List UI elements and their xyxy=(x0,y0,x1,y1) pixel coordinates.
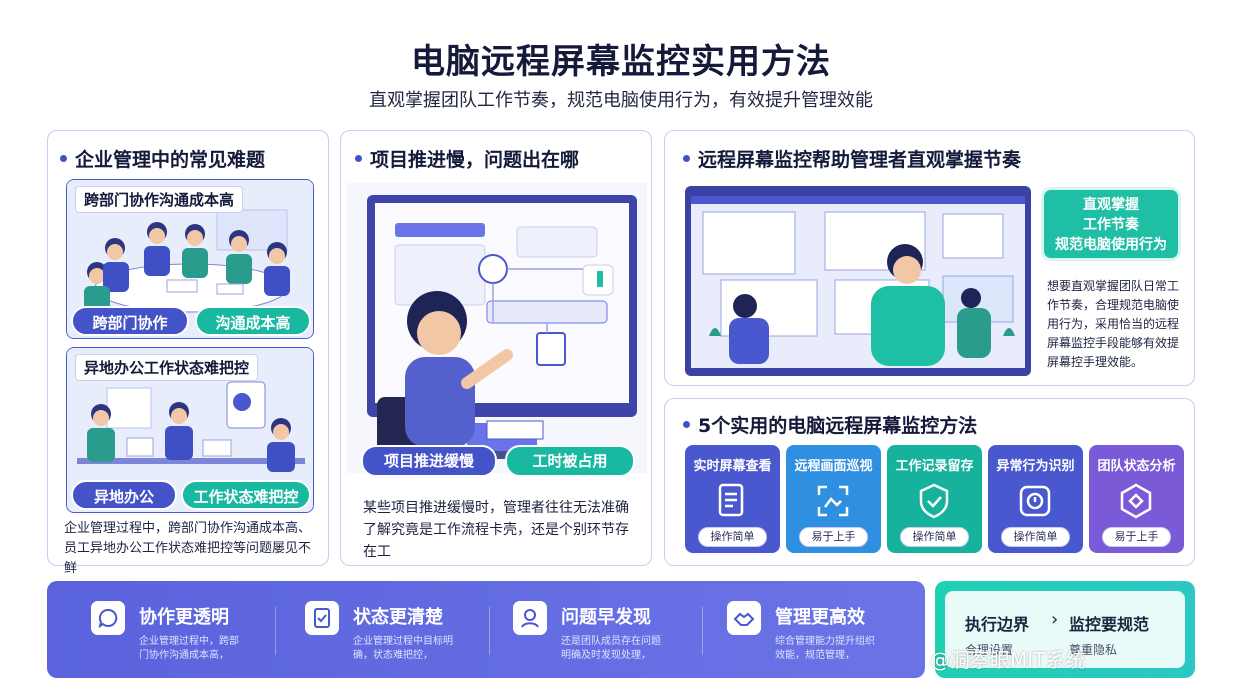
pill-status-hard-to-control: 工作状态难把控 xyxy=(181,480,311,510)
card-project-delay: 项目推进慢，问题出在哪 项目推进缓慢 工时被占用 某些项目推进缓慢时，管理者往往… xyxy=(340,130,652,566)
scene-label: 跨部门协作沟通成本高 xyxy=(75,186,244,213)
feature-status: 状态更清楚 企业管理过程中目标明确，状态难把控， xyxy=(305,601,485,661)
card-title: 远程屏幕监控帮助管理者直观掌握节奏 xyxy=(683,145,1021,172)
feature-collab: 协作更透明 企业管理过程中，跨部门协作沟通成本高， xyxy=(91,601,271,661)
boundary-tail-2: 尊重隐私 xyxy=(1069,643,1118,657)
card-body: 企业管理过程中，跨部门协作沟通成本高、员工异地办公工作状态难把控等问题屡见不鲜 xyxy=(64,521,312,576)
alert-icon xyxy=(1019,485,1051,517)
document-icon xyxy=(718,483,744,517)
chevron-right-icon: › xyxy=(1051,609,1059,630)
bullet-icon xyxy=(683,155,690,162)
scan-icon xyxy=(817,485,849,517)
card-body: 某些项目推进缓慢时，管理者往往无法准确了解究竟是工作流程卡壳，还是个别环节存在工 xyxy=(363,500,629,560)
bubble-icon xyxy=(91,601,125,635)
pill-cross-department: 跨部门协作 xyxy=(71,306,189,336)
bullet-icon xyxy=(683,421,690,428)
boundary-tail-1: 合理设置 xyxy=(965,643,1014,657)
method-remote-patrol[interactable]: 远程画面巡视 易于上手 xyxy=(786,445,881,553)
method-anomaly-detect[interactable]: 异常行为识别 操作简单 xyxy=(988,445,1083,553)
scene-remote-work: 异地办公工作状态难把控 异地办公 工作状态难把控 xyxy=(66,347,314,513)
handshake-icon xyxy=(727,601,761,635)
card-title: 5个实用的电脑远程屏幕监控方法 xyxy=(683,411,977,438)
person-icon xyxy=(513,601,547,635)
pill-time-occupied: 工时被占用 xyxy=(505,445,635,477)
page-title: 电脑远程屏幕监控实用方法 xyxy=(411,42,831,82)
method-work-record[interactable]: 工作记录留存 操作简单 xyxy=(887,445,982,553)
pill-remote-office: 异地办公 xyxy=(71,480,177,510)
page-subtitle: 直观掌握团队工作节奏，规范电脑使用行为，有效提升管理效能 xyxy=(369,90,873,111)
card-title: 企业管理中的常见难题 xyxy=(60,145,265,172)
method-team-analysis[interactable]: 团队状态分析 易于上手 xyxy=(1089,445,1184,553)
checklist-icon xyxy=(305,601,339,635)
shield-icon xyxy=(919,483,949,519)
pill-project-slow: 项目推进缓慢 xyxy=(361,445,497,477)
boundary-box: 执行边界 › 监控要规范 合理设置 尊重隐私 xyxy=(935,581,1195,678)
scene-cross-department: 跨部门协作沟通成本高 跨部门协作 xyxy=(66,179,314,339)
card-remote-monitoring: 远程屏幕监控帮助管理者直观掌握节奏 直观掌握 工作节奏 规范电脑使用行为 想要直… xyxy=(664,130,1195,386)
boundary-left: 执行边界 xyxy=(965,615,1030,634)
card-body: 想要直观掌握团队日常工作节奏，合理规范电脑使用行为，采用恰当的远程屏幕监控手段能… xyxy=(1047,279,1180,369)
watermark: @洞察眼MIT系统 xyxy=(930,648,1086,672)
bullet-icon xyxy=(355,155,362,162)
boundary-inner: 执行边界 › 监控要规范 合理设置 尊重隐私 xyxy=(945,591,1185,668)
speech-bubble: 直观掌握 工作节奏 规范电脑使用行为 xyxy=(1041,187,1181,261)
method-realtime-view[interactable]: 实时屏幕查看 操作简单 xyxy=(685,445,780,553)
monitoring-screen-illustration xyxy=(685,186,1031,376)
bullet-icon xyxy=(60,155,67,162)
divider xyxy=(702,607,703,655)
boundary-right: 监控要规范 xyxy=(1069,615,1150,634)
card-common-problems: 企业管理中的常见难题 跨部门协作沟通成本高 xyxy=(47,130,329,576)
feature-early-detect: 问题早发现 还是团队成员存在问题明确及时发现处理， xyxy=(513,601,693,661)
pill-communication-cost: 沟通成本高 xyxy=(195,306,311,336)
scene-label: 异地办公工作状态难把控 xyxy=(75,354,259,381)
divider xyxy=(489,607,490,655)
workflow-monitor-illustration xyxy=(347,183,647,473)
feature-efficient: 管理更高效 综合管理能力提升组织效能，规范管理， xyxy=(727,601,907,661)
divider xyxy=(275,607,276,655)
benefits-bar: 协作更透明 企业管理过程中，跨部门协作沟通成本高， 状态更清楚 企业管理过程中目… xyxy=(47,581,925,678)
hexagon-icon xyxy=(1120,483,1152,519)
card-title: 项目推进慢，问题出在哪 xyxy=(355,145,579,172)
